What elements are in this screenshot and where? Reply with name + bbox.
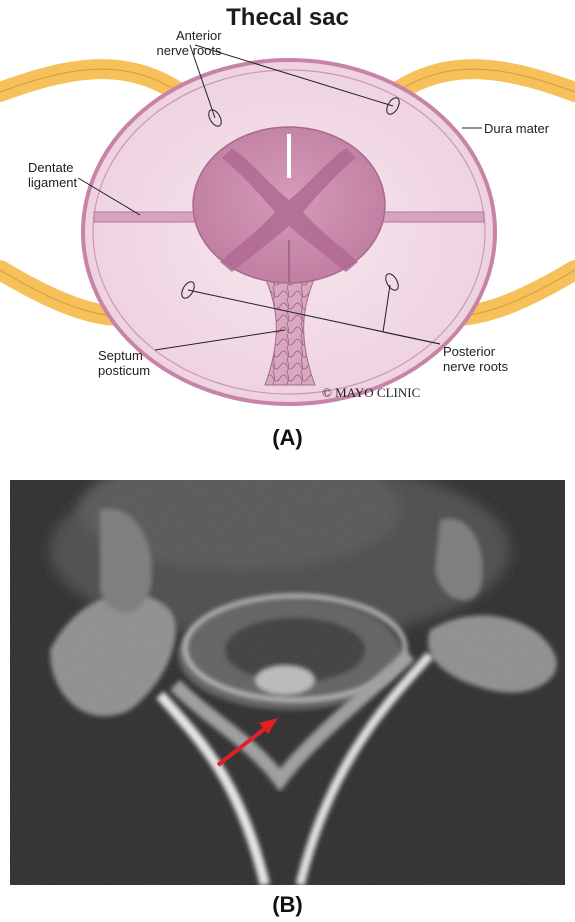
label-anterior-nerve-roots: Anterior nerve roots xyxy=(148,28,222,58)
ct-scan-image xyxy=(10,480,565,885)
panel-label-b: (B) xyxy=(0,892,575,918)
copyright-text: © MAYO CLINIC xyxy=(322,385,420,401)
panel-label-a: (A) xyxy=(0,425,575,451)
label-septum-posticum: Septum posticum xyxy=(98,348,150,378)
ct-scan-illustration xyxy=(10,480,565,885)
label-dentate-ligament: Dentate ligament xyxy=(28,160,77,190)
label-dura-mater: Dura mater xyxy=(484,121,549,136)
thecal-sac-diagram: Thecal sac xyxy=(0,0,575,410)
label-posterior-nerve-roots: Posterior nerve roots xyxy=(443,344,508,374)
